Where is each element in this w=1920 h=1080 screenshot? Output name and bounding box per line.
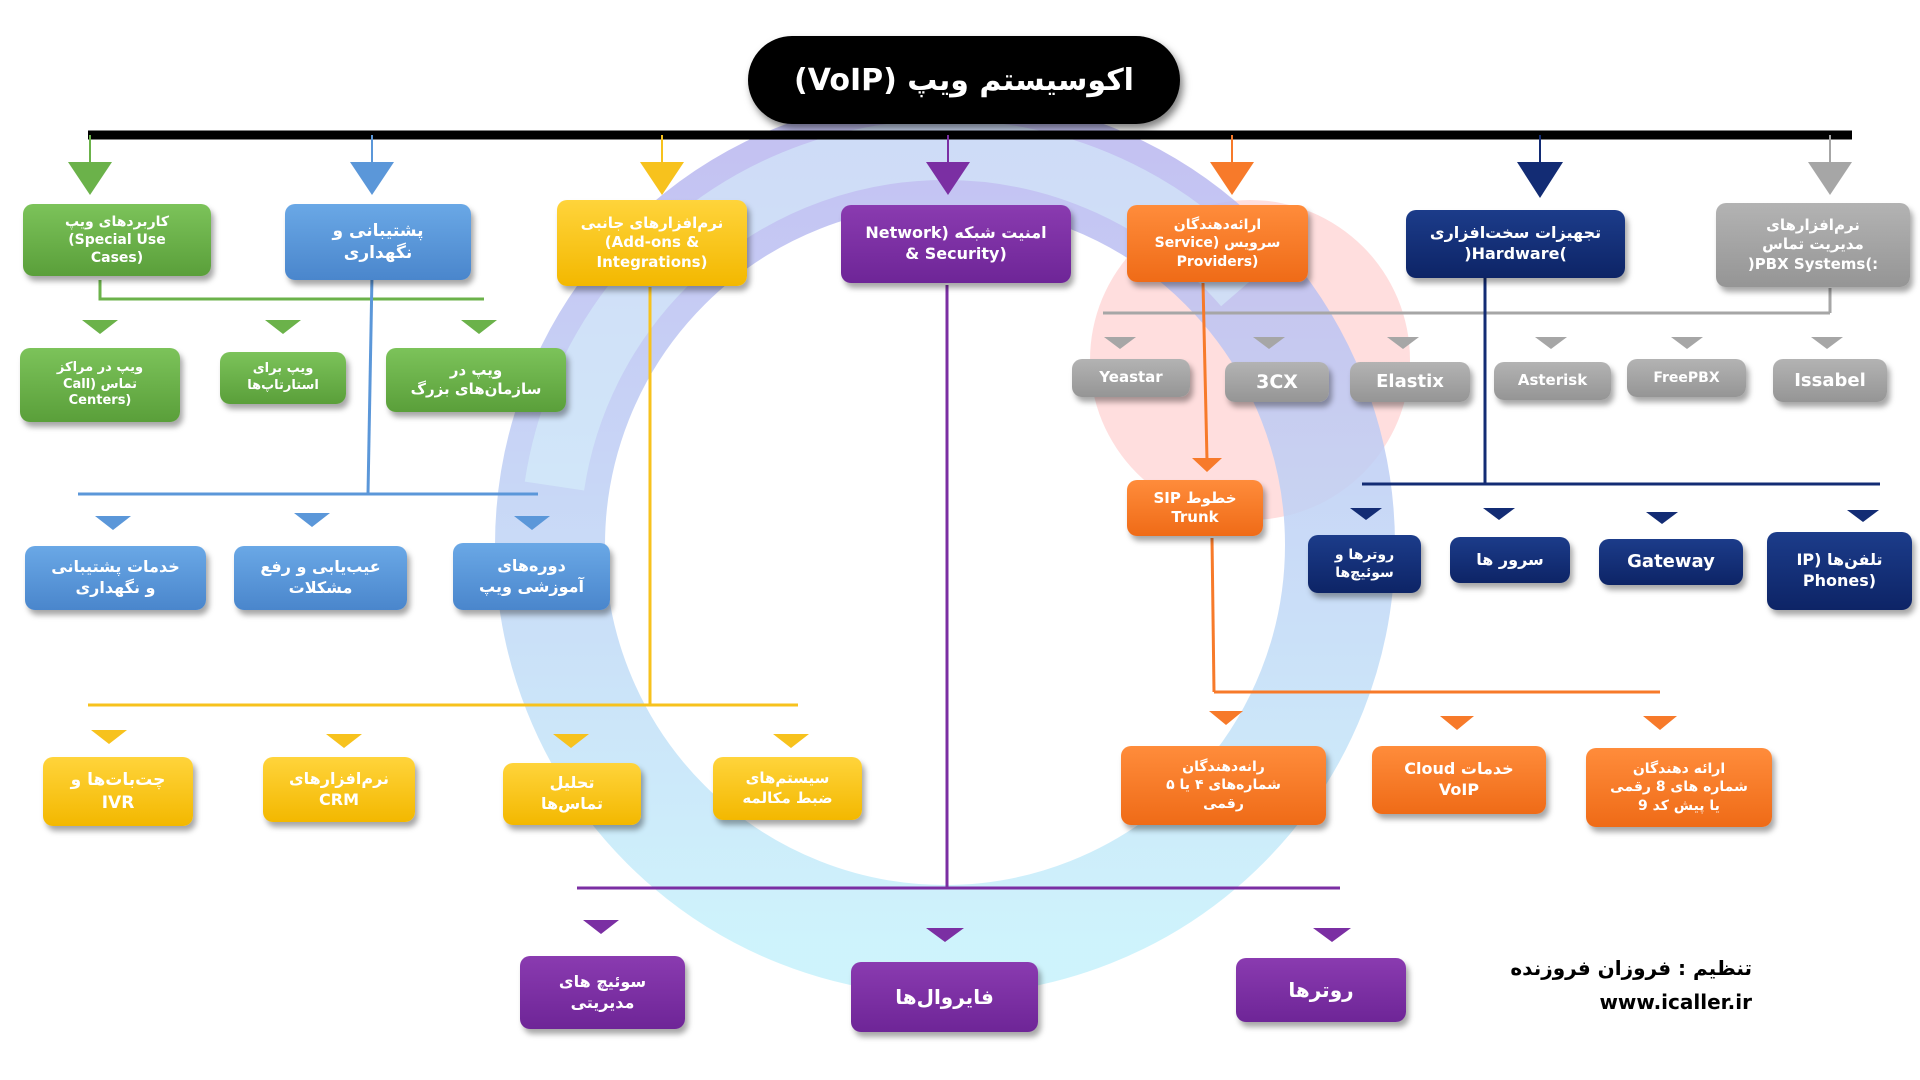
- category-arrows: [68, 162, 1852, 198]
- category-hardware: تجهیزات سخت‌افزاری (Hardware): [1406, 210, 1625, 278]
- pbx-freepbx: FreePBX: [1627, 359, 1746, 397]
- provider-cloud-voip: خدمات Cloud VoIP: [1372, 746, 1546, 814]
- pbx-issabel: Issabel: [1773, 359, 1887, 402]
- hardware-ip-phones: تلفن‌ها (IP Phones): [1767, 532, 1912, 610]
- pbx-yeastar: Yeastar: [1072, 359, 1190, 397]
- pbx-3cx: 3CX: [1225, 362, 1329, 402]
- use-case-call-centers: ویپ در مراکز تماس (Call Centers): [20, 348, 180, 422]
- security-managed-switches: سوئیچ های مدیریتی: [520, 956, 685, 1029]
- provider-sip-trunk: خطوط SIP Trunk: [1127, 480, 1263, 536]
- addon-crm: نرم‌افزارهای CRM: [263, 757, 415, 822]
- provider-short-numbers: رانه‌دهندگان شماره‌های ۴ یا ۵ رقمی: [1121, 746, 1326, 825]
- credit-website: www.icaller.ir: [1599, 990, 1752, 1014]
- support-troubleshooting: عیب‌یابی و رفع مشکلات: [234, 546, 407, 610]
- category-support: پشتیبانی و نگهداری: [285, 204, 471, 280]
- category-providers: ارائه‌دهندگان سرویس (Service Providers): [1127, 205, 1308, 282]
- category-use-cases: کاربردهای ویپ (Special Use Cases): [23, 204, 211, 276]
- pbx-elastix: Elastix: [1350, 362, 1470, 402]
- page-title: اکوسیستم ویپ (VoIP): [748, 36, 1180, 124]
- support-services: خدمات پشتیبانی و نگهداری: [25, 546, 206, 610]
- category-security: امنیت شبکه (Network & Security): [841, 205, 1071, 283]
- support-training: دوره‌های آموزشی ویپ: [453, 543, 610, 610]
- addon-chatbots-ivr: چت‌بات‌ها و IVR: [43, 757, 193, 826]
- addon-call-analytics: تحلیل تماس‌ها: [503, 763, 641, 825]
- use-case-startups: ویپ برای استارتاپ‌ها: [220, 352, 346, 404]
- hardware-gateway: Gateway: [1599, 539, 1743, 585]
- hardware-servers: سرور ها: [1450, 537, 1570, 583]
- category-drop-lines: [89, 135, 1831, 165]
- addon-call-recording: سیستم‌های ضبط مکالمه: [713, 757, 862, 820]
- category-addons: نرم‌افزارهای جانبی (Add-ons & Integratio…: [557, 200, 747, 286]
- security-firewalls: فایروال‌ها: [851, 962, 1038, 1032]
- credit-author: تنظیم : فروزان فروزنده: [1510, 956, 1752, 980]
- hardware-routers-switches: روترها و سوئیچ‌ها: [1308, 535, 1421, 593]
- security-routers: روترها: [1236, 958, 1406, 1022]
- provider-8-digit: ارائه دهندگان شماره های 8 رقمی یا پیش کد…: [1586, 748, 1772, 827]
- category-pbx: نرم‌افزارهای مدیریت تماس (PBX Systems):: [1716, 203, 1910, 287]
- pbx-asterisk: Asterisk: [1494, 362, 1611, 400]
- use-case-enterprises: ویپ در سازمان‌های بزرگ: [386, 348, 566, 412]
